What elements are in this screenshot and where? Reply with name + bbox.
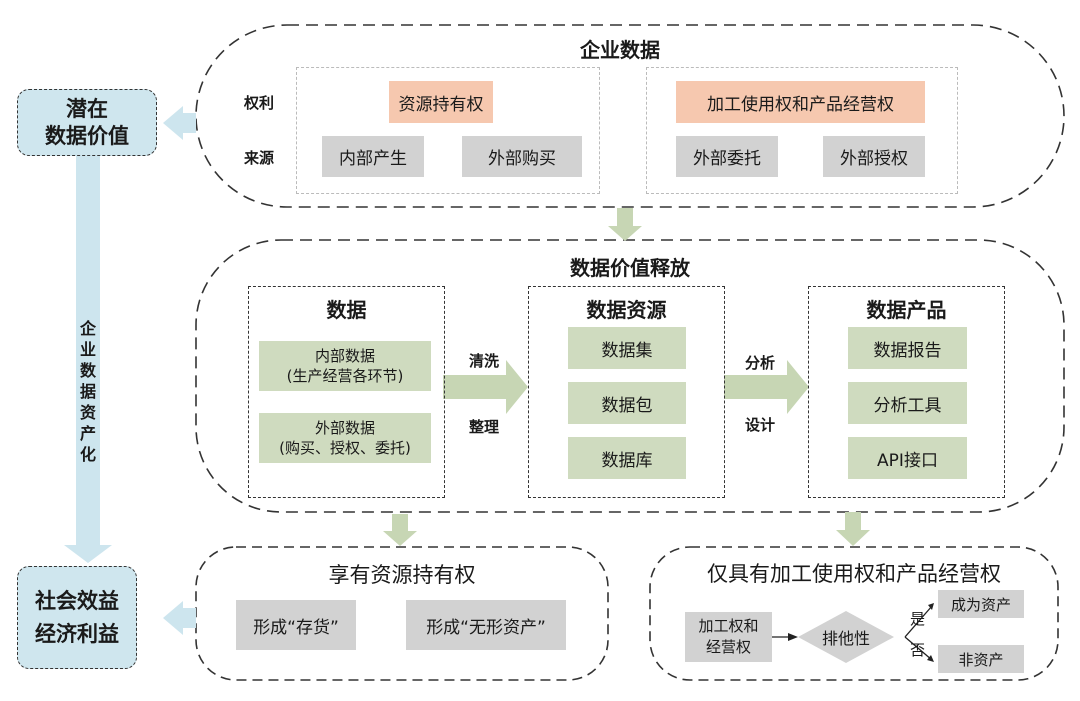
product-item-report: 数据报告 bbox=[848, 327, 967, 369]
arrow-down-1 bbox=[608, 208, 642, 241]
internal-data-note: (生产经营各环节) bbox=[286, 367, 404, 385]
arrow-down-3 bbox=[836, 512, 870, 546]
resource-item-database: 数据库 bbox=[568, 437, 686, 479]
yes-branch bbox=[904, 605, 933, 638]
arrow1-top-label: 清洗 bbox=[469, 352, 500, 370]
yes-label: 是 bbox=[910, 610, 926, 628]
ownership-item-intangible: 形成“无形资产” bbox=[406, 600, 566, 650]
arrow2-bottom-label: 设计 bbox=[745, 416, 776, 434]
products-panel-title: 数据产品 bbox=[866, 297, 947, 322]
enterprise-data-title: 企业数据 bbox=[580, 37, 660, 62]
arrow-left-top bbox=[163, 106, 196, 140]
yes-result-box: 成为资产 bbox=[938, 590, 1024, 618]
flow-arrowhead bbox=[788, 633, 798, 641]
processing-input-box: 加工权和 经营权 bbox=[685, 612, 772, 662]
no-branch bbox=[904, 636, 933, 661]
row-label-source: 来源 bbox=[244, 149, 275, 167]
internal-data-box: 内部数据 (生产经营各环节) bbox=[259, 341, 431, 391]
benefits-box: 社会效益 经济利益 bbox=[17, 566, 137, 669]
source-licensed: 外部授权 bbox=[823, 136, 925, 177]
potential-value-box: 潜在 数据价值 bbox=[17, 89, 157, 156]
resources-panel bbox=[528, 286, 725, 498]
product-item-tool: 分析工具 bbox=[848, 382, 967, 424]
potential-value-line1: 潜在 bbox=[66, 96, 108, 121]
row-label-rights: 权利 bbox=[244, 94, 275, 112]
no-arrowhead bbox=[927, 655, 934, 662]
no-label: 否 bbox=[910, 641, 926, 659]
enterprise-data-container bbox=[195, 24, 1065, 208]
processing-input-line1: 加工权和 bbox=[698, 617, 759, 635]
source-internal: 内部产生 bbox=[322, 136, 424, 177]
processing-rights-title: 仅具有加工使用权和产品经营权 bbox=[707, 562, 1001, 586]
external-data-label: 外部数据 bbox=[314, 419, 375, 437]
arrow2-top-label: 分析 bbox=[745, 354, 776, 372]
resource-item-dataset: 数据集 bbox=[568, 327, 686, 369]
right-resource-holding: 资源持有权 bbox=[389, 81, 493, 123]
decision-label: 排他性 bbox=[821, 629, 870, 648]
processing-input-line2: 经营权 bbox=[705, 638, 751, 656]
arrow-left-bottom bbox=[163, 601, 196, 635]
right-processing-operation: 加工使用权和产品经营权 bbox=[676, 81, 925, 123]
yes-arrowhead bbox=[928, 603, 934, 610]
source-purchased: 外部购买 bbox=[462, 136, 582, 177]
processing-rights-container bbox=[649, 546, 1059, 681]
benefits-line1: 社会效益 bbox=[35, 588, 119, 613]
rights-group-1 bbox=[296, 67, 600, 194]
external-data-box: 外部数据 (购买、授权、委托) bbox=[259, 413, 431, 463]
value-release-container bbox=[195, 239, 1065, 513]
external-data-note: (购买、授权、委托) bbox=[279, 439, 411, 457]
value-release-title: 数据价值释放 bbox=[570, 255, 690, 280]
ownership-item-inventory: 形成“存货” bbox=[236, 600, 356, 650]
internal-data-label: 内部数据 bbox=[314, 347, 375, 365]
arrow-right-2 bbox=[724, 360, 809, 414]
arrow-down-2 bbox=[383, 514, 417, 546]
resource-item-package: 数据包 bbox=[568, 382, 686, 424]
data-panel-title: 数据 bbox=[326, 297, 367, 322]
arrow-right-1 bbox=[443, 360, 528, 414]
product-item-api: API接口 bbox=[848, 437, 967, 479]
source-entrusted: 外部委托 bbox=[676, 136, 778, 177]
resources-panel-title: 数据资源 bbox=[586, 297, 667, 322]
assetization-label: 企业数据资产化 bbox=[79, 319, 96, 464]
arrow1-bottom-label: 整理 bbox=[469, 418, 500, 436]
products-panel bbox=[808, 286, 1005, 498]
decision-diamond bbox=[798, 611, 894, 663]
benefits-line2: 经济利益 bbox=[35, 621, 119, 646]
assetization-arrow bbox=[64, 155, 112, 563]
potential-value-line2: 数据价值 bbox=[45, 123, 129, 148]
no-result-box: 非资产 bbox=[938, 645, 1024, 673]
data-panel bbox=[248, 286, 445, 498]
rights-group-2 bbox=[646, 67, 958, 194]
ownership-title: 享有资源持有权 bbox=[328, 563, 476, 587]
